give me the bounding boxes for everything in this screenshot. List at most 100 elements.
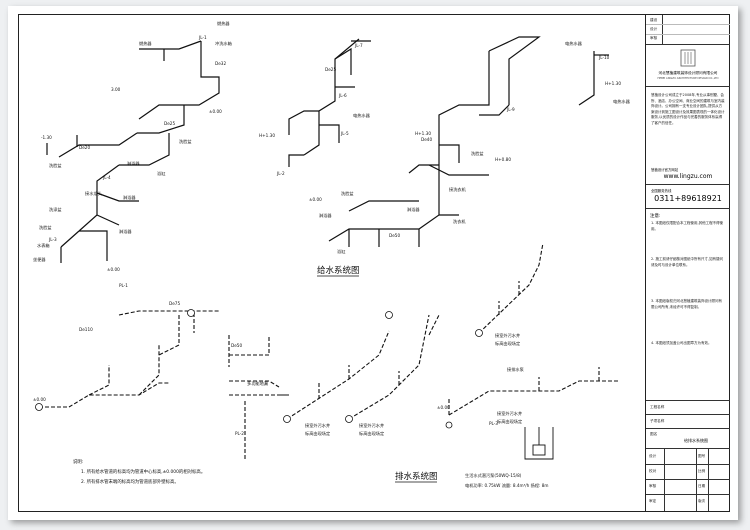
company-name-en: HEBEI LINGZU ARCHITECTURE DESIGN CO.,LTD [657,77,719,80]
label-tub2: 浴缸 [337,248,346,255]
label-lvl-f: H+1.30 [415,131,431,136]
label-hose: 接水龙头 [85,190,102,197]
label-outlet1b: 标高由现场定 [305,430,330,437]
pump-note-2: 电机功率: 0.75kW 流量: 8.4m³/h 扬程: 8m [465,482,549,489]
label-basin2: 洗脸盆 [49,162,62,169]
tb-note-2: 2. 施工前请仔细核对图纸中所有尺寸,如有疑问请及时与设计单位联系。 [651,257,724,267]
supply-section-title: 给水系统图 [317,265,360,276]
pipe-label-de50: De50 [389,233,400,238]
tel-number: 0311+89618921 [654,194,722,203]
label-outlet2b: 标高由现场定 [359,430,384,437]
grid-r4-c3: 版次 [698,499,706,503]
label-lvl-c: -1.30 [41,135,52,140]
label-lvl-d: H+1.30 [259,133,275,138]
label-outlet3: 接室外污水井 [495,332,520,339]
label-pl2: PL-2 [235,431,244,436]
label-jl2: JL-2 [276,171,285,176]
label-basin5: 洗脸盆 [341,190,354,197]
tb-row-2: 设计 [650,27,658,31]
label-heater3: 电热水器 [353,112,371,119]
label-basin1: 洗脸盆 [179,138,192,145]
pump-note-1: 生活水式潜污泵(50WQ-15/8) [465,472,522,479]
drain-section-title: 排水系统图 [395,471,438,482]
field-drawing-label: 图名 [650,432,658,436]
label-jl6: JL-6 [338,93,347,98]
supply-pipe-labels: JL-1 燃热器 燃热器 De32 De25 洗脸盆 浴缸 洗脸盆 -1.30 … [33,20,631,272]
label-jl3: JL-3 [48,237,57,242]
tb-field-drawing-name: 图名 给排水系统图 [646,429,730,449]
field-project-label: 工程名称 [650,405,665,409]
supply-pipes-upper-left [46,40,220,263]
grid-r1-c1: 设计 [649,454,657,458]
drain-pipes [39,242,619,459]
label-jl4: JL-4 [102,175,111,180]
label-pump: 接排水泵 [507,366,524,373]
drawing-sheet: JL-1 燃热器 燃热器 De32 De25 洗脸盆 浴缸 洗脸盆 -1.30 … [8,6,738,520]
tb-field-subitem: 子项名称 [646,415,730,429]
label-de50: De50 [231,343,242,348]
label-hose2: 接洗衣机 [449,186,467,193]
tel-label: 全国服务热线 [651,189,672,193]
label-basin4: 洗脸盆 [471,150,484,157]
tb-row-3: 审核 [650,36,658,40]
label-washer: 洗衣机 [453,218,466,225]
tb-notes-block: 注意: 1. 本图纸仅限配合本工程使用,其他工程不得使用。 2. 施工前请仔细核… [646,209,730,401]
tb-notes-heading: 注意: [650,214,661,219]
notes-heading: 说明: [73,458,83,465]
tb-note-3: 3. 本图纸版权归河北慧植建筑装饰设计顾问有限公司所有,未经许可不得复制。 [651,299,722,309]
label-toilet: 坐便器 [33,256,46,263]
tb-intro-block: 慧植设计公司成立于2008年,专业从事别墅、会所、酒店、办公空间、商业空间的建筑… [646,87,730,185]
company-intro: 慧植设计公司成立于2008年,专业从事别墅、会所、酒店、办公空间、商业空间的建筑… [651,93,725,125]
pipe-label-de20: De20 [79,145,90,150]
label-lvl-i: ±0.00 [107,267,120,272]
label-heater4: 电热水器 [565,40,583,47]
field-subitem-label: 子项名称 [650,419,665,423]
label-sink: 洗涤盆 [49,206,62,213]
web-url[interactable]: www.lingzu.com [663,173,713,180]
label-tub1: 浴缸 [157,170,166,177]
company-name: 河北慧植建筑装饰设计顾问有限公司 [658,71,718,75]
label-lvl-pl: ±0.00 [33,397,46,402]
pump-pit [524,427,554,460]
drain-cleanout-symbols [35,309,483,429]
tb-signature-grid: 设计 图号 校对 比例 审核 日期 审定 版次 [646,449,730,511]
label-outlet1: 接室外污水井 [305,422,330,429]
general-notes: 说明: 1. 所有给水管道的标高均为管道中心标高,±0.000的相对标高。 2.… [73,458,205,485]
grid-r4-c1: 审定 [649,499,657,503]
label-de110-a: De110 [79,327,93,332]
tb-company-block: 河北慧植建筑装饰设计顾问有限公司 HEBEI LINGZU ARCHITECTU… [646,45,730,87]
tb-note-1: 1. 本图纸仅限配合本工程使用,其他工程不得使用。 [651,221,724,231]
label-shower1: 淋浴器 [123,194,136,201]
label-heater-elec: 电热水器 [613,98,631,105]
label-jl5: JL-5 [340,131,349,136]
grid-r1-c3: 图号 [698,454,706,458]
pipe-label-de40: De40 [421,137,432,142]
label-outlet4b: 标高由现场定 [497,418,522,425]
tb-phone-block: 全国服务热线 0311+89618921 [646,185,730,209]
note-item-2: 2. 所有排水管末端的标高均为管道底部外壁标高。 [81,478,179,485]
tb-row-1: 建设 [650,18,658,22]
grid-r3-c3: 日期 [698,484,706,488]
label-shower4: 淋浴器 [119,228,132,235]
tb-approval-rows: 建设 设计 审核 [646,15,730,45]
label-lvl-g: H+0.80 [495,157,511,162]
note-item-1: 1. 所有给水管道的标高均为管道中心标高,±0.000的相对标高。 [81,468,205,475]
label-pl1: PL-1 [119,283,128,288]
label-multi-drain: 多功能地漏 [247,380,268,387]
label-outlet3b: 标高由现场定 [495,340,520,347]
drawing-area: JL-1 燃热器 燃热器 De32 De25 洗脸盆 浴缸 洗脸盆 -1.30 … [33,20,631,489]
pipe-label-de32: De32 [215,61,226,66]
drawing-frame: JL-1 燃热器 燃热器 De32 De25 洗脸盆 浴缸 洗脸盆 -1.30 … [18,14,730,512]
label-shower5: 淋浴器 [127,160,140,167]
supply-pipes-upper-middle [288,38,371,167]
label-jl1: JL-1 [198,35,207,40]
company-logo-icon [680,49,696,67]
label-flush: 冲洗水箱 [215,40,232,47]
label-shower3: 淋浴器 [407,206,420,213]
label-jl7: JL-7 [354,43,363,48]
label-outlet4: 接室外污水井 [497,410,522,417]
web-label: 慧植设计官方网站 [651,168,679,172]
label-lvl-e: H+1.30 [605,81,621,86]
label-heater2: 燃热器 [139,40,152,47]
tb-note-4: 4. 本图纸须加盖公司出图章方为有效。 [651,341,712,345]
